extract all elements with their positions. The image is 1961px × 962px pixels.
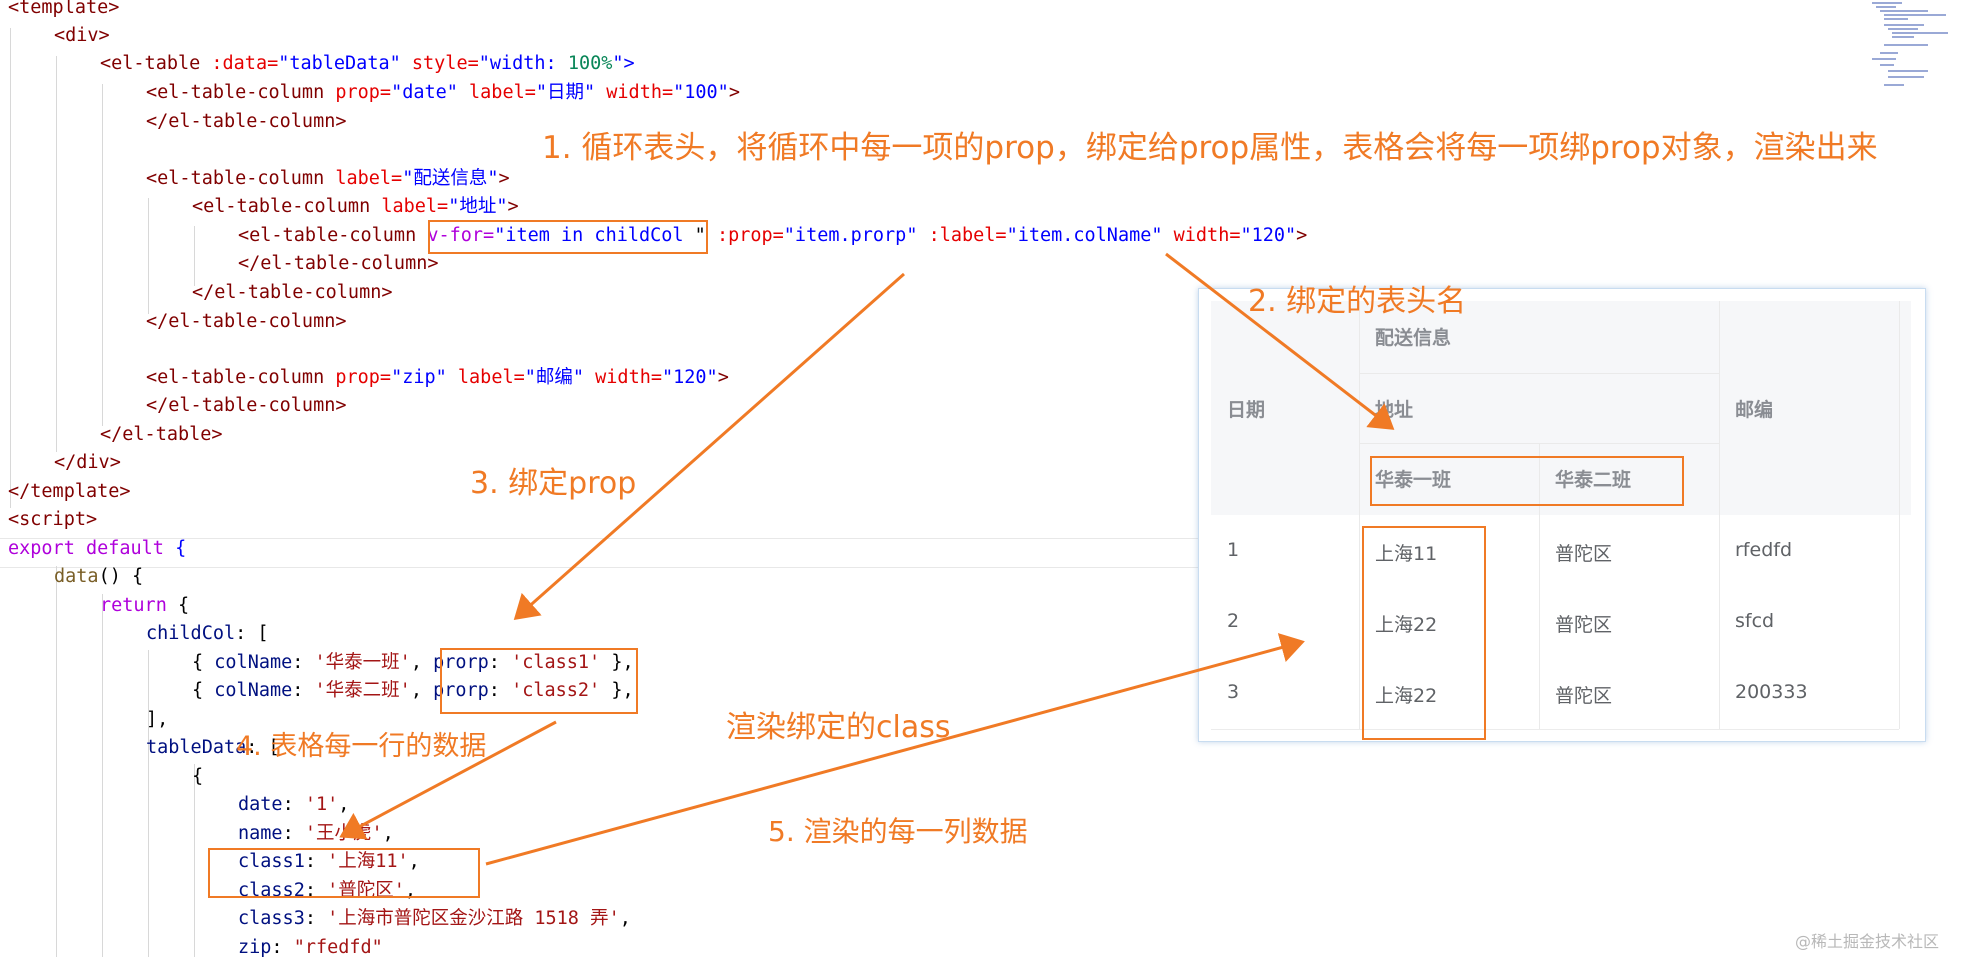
annotation-4: 4. 表格每一行的数据 xyxy=(236,731,487,762)
highlight-class1-column xyxy=(1362,526,1486,740)
rendered-table-preview: 日期 配送信息 地址 华泰一班 华泰二班 邮编 1 上海11 普陀区 rfedf… xyxy=(1198,288,1926,742)
code-line-9: <el-table-column v-for="item in childCol… xyxy=(238,225,1308,246)
minimap[interactable] xyxy=(1858,0,1950,90)
code-line-32: class2: '普陀区', xyxy=(238,880,417,901)
code-line-18: </template> xyxy=(8,481,131,502)
code-line-26: ], xyxy=(146,709,169,730)
table-cell-date: 2 xyxy=(1211,586,1359,658)
code-line-12: </el-table-column> xyxy=(146,311,347,332)
header-address: 地址 xyxy=(1375,399,1414,421)
code-line-17: </div> xyxy=(54,452,121,473)
header-zip: 邮编 xyxy=(1735,399,1774,421)
code-line-19: <script> xyxy=(8,509,98,530)
header-class1: 华泰一班 xyxy=(1375,469,1452,491)
code-line-22: return { xyxy=(100,595,190,616)
indent-guide xyxy=(194,226,195,286)
indent-guide xyxy=(148,650,149,957)
header-class2: 华泰二班 xyxy=(1555,469,1632,491)
code-line-5: </el-table-column> xyxy=(146,111,347,132)
header-date: 日期 xyxy=(1227,399,1266,421)
annotation-5: 5. 渲染的每一列数据 xyxy=(768,815,1028,848)
annotation-3: 3. 绑定prop xyxy=(470,466,637,501)
table-cell-zip: sfcd xyxy=(1719,586,1899,658)
table-cell-zip: rfedfd xyxy=(1719,515,1899,587)
table-cell-date: 1 xyxy=(1211,515,1359,587)
el-table: 日期 配送信息 地址 华泰一班 华泰二班 邮编 1 上海11 普陀区 rfedf… xyxy=(1211,301,1911,730)
table-cell-zip: 200333 xyxy=(1719,657,1899,730)
watermark: @稀土掘金技术社区 xyxy=(1795,932,1940,951)
code-line-34: zip: "rfedfd" xyxy=(238,937,383,958)
highlight-prorp xyxy=(440,648,638,714)
code-line-28: { xyxy=(192,766,204,787)
annotation-render-class: 渲染绑定的class xyxy=(726,710,951,745)
code-line-15: </el-table-column> xyxy=(146,395,347,416)
code-line-29: date: '1', xyxy=(238,794,350,815)
code-line-23: childCol: [ xyxy=(146,623,269,644)
code-line-8: <el-table-column label="地址"> xyxy=(192,196,519,217)
code-line-30: name: '王小虎', xyxy=(238,823,394,844)
code-line-21: data() { xyxy=(54,566,144,587)
header-group: 配送信息 xyxy=(1375,327,1452,349)
indent-guide xyxy=(102,84,103,426)
code-line-31: class1: '上海11', xyxy=(238,851,420,872)
code-line-33: class3: '上海市普陀区金沙江路 1518 弄', xyxy=(238,908,631,929)
table-cell-class2: 普陀区 xyxy=(1539,657,1719,730)
table-cell-date: 3 xyxy=(1211,657,1359,730)
table-cell-class1: 上海22 xyxy=(1359,657,1539,730)
table-cell-class1: 上海22 xyxy=(1359,586,1539,658)
highlight-class-values xyxy=(208,848,480,898)
indent-guide xyxy=(148,198,149,314)
code-line-20: export default { xyxy=(8,538,187,559)
code-line-4: <el-table-column prop="date" label="日期" … xyxy=(146,82,740,103)
table-cell-class2: 普陀区 xyxy=(1539,515,1719,587)
code-line-14: <el-table-column prop="zip" label="邮编" w… xyxy=(146,367,729,388)
indent-guide xyxy=(102,594,103,957)
annotation-1: 1. 循环表头，将循环中每一项的prop，绑定给prop属性，表格会将每一项绑p… xyxy=(542,130,1878,166)
code-line-11: </el-table-column> xyxy=(192,282,393,303)
code-line-7: <el-table-column label="配送信息"> xyxy=(146,168,510,189)
code-line-16: </el-table> xyxy=(100,424,223,445)
code-line-3: <el-table :data="tableData" style="width… xyxy=(100,53,635,74)
code-line-10: </el-table-column> xyxy=(238,253,439,274)
indent-guide xyxy=(194,764,195,957)
code-line-1: <template> xyxy=(8,0,120,18)
annotation-2: 2. 绑定的表头名 xyxy=(1248,284,1467,319)
highlight-header-names xyxy=(1370,456,1684,506)
code-line-2: <div> xyxy=(54,25,110,46)
highlight-vfor xyxy=(428,220,708,254)
indent-guide xyxy=(10,28,11,508)
code-line-27: tableData: [ xyxy=(146,737,280,758)
table-cell-class2: 普陀区 xyxy=(1539,586,1719,658)
indent-guide xyxy=(56,566,57,957)
indent-guide xyxy=(56,56,57,452)
